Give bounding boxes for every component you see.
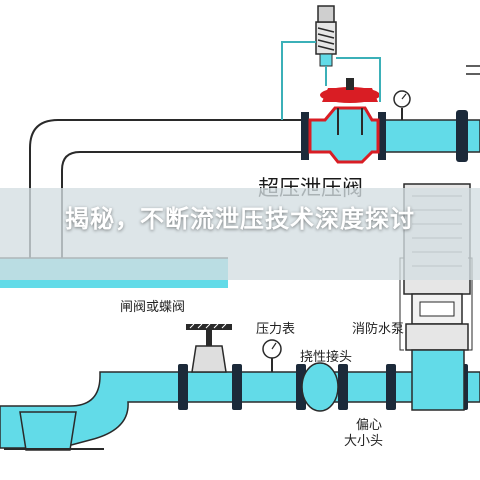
flange — [386, 364, 396, 410]
pump-casing — [405, 323, 469, 351]
flange — [378, 112, 386, 160]
pilot-body — [319, 53, 333, 67]
pilot-spring — [317, 27, 335, 51]
gauge-needle — [271, 342, 277, 350]
coupling-window — [419, 301, 455, 317]
relief-valve-body — [308, 106, 380, 164]
valve-handwheel — [186, 324, 232, 330]
valve-stem — [206, 330, 212, 346]
eccentric-reducer-label-2: 大小头 — [344, 434, 384, 449]
flange — [338, 364, 348, 410]
eccentric-reducer-label-1: 偏心 — [356, 418, 383, 433]
handwheel-ticks — [189, 323, 227, 329]
gate-valve-body — [191, 345, 227, 373]
pump-body — [411, 349, 465, 411]
control-line — [281, 41, 316, 120]
flexible-joint-icon — [301, 362, 339, 412]
article-title: 揭秘，不断流泄压技术深度探讨 — [65, 205, 415, 233]
gauge-needle — [401, 93, 407, 100]
valve-stem — [346, 78, 354, 90]
flange — [301, 112, 309, 160]
return-pipe-inner — [61, 151, 310, 258]
suction-bell — [19, 411, 77, 451]
title-banner — [0, 188, 480, 280]
pilot-cap — [317, 5, 335, 23]
flange — [178, 364, 188, 410]
flexible-joint-label: 挠性接头 — [300, 350, 353, 365]
control-line — [336, 57, 381, 102]
relief-valve-diaphragm — [320, 87, 380, 103]
gate-valve-label: 闸阀或蝶阀 — [120, 300, 186, 315]
flange — [232, 364, 242, 410]
return-pipe-outer — [29, 119, 310, 258]
fire-pump-label: 消防水泵 — [352, 322, 405, 337]
edge-marks — [466, 65, 480, 75]
pressure-gauge-label: 压力表 — [256, 322, 296, 337]
flange — [456, 110, 468, 162]
tank-floor — [4, 448, 104, 450]
